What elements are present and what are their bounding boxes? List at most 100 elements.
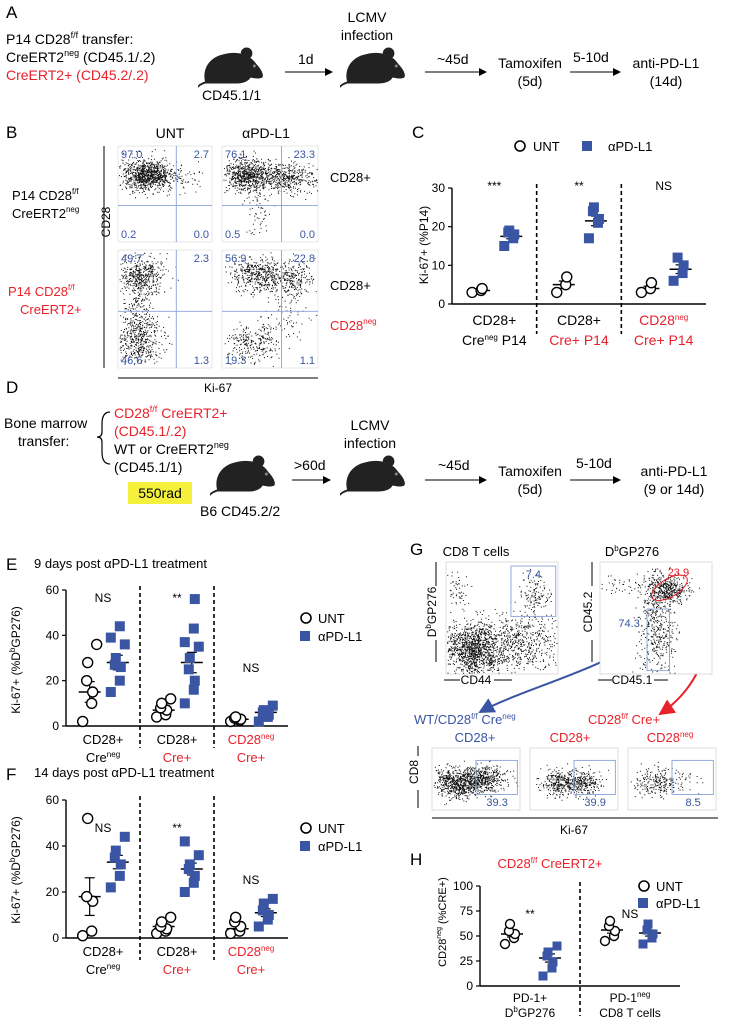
data-point-apdl1	[105, 687, 116, 697]
flow-quadrant-value: 22.8	[294, 253, 315, 265]
significance-label: NS	[95, 821, 112, 835]
b-right-label-1: CD28+	[330, 170, 371, 185]
data-point-apdl1	[179, 887, 190, 897]
data-point-unt	[80, 890, 93, 903]
gate-value-red: 23.9	[668, 567, 689, 579]
panel-d: Bone marrow transfer: CD28f/f CreERT2+ (…	[4, 404, 708, 519]
a-infection-2: infection	[341, 27, 393, 43]
panel-a: P14 CD28f/f transfer: CreERT2neg (CD45.1…	[6, 9, 700, 103]
data-point-apdl1	[642, 925, 652, 935]
data-point-apdl1	[538, 971, 548, 981]
data-point-unt	[645, 277, 658, 289]
group-label: CD28+	[157, 944, 198, 959]
y-tick-label: 25	[460, 954, 474, 968]
data-point-apdl1	[114, 621, 125, 632]
data-point-unt	[466, 286, 478, 299]
data-point-apdl1	[184, 859, 195, 870]
data-point-apdl1	[193, 850, 204, 861]
y-tick-label: 0	[52, 719, 59, 733]
a-pdl1-1: anti-PD-L1	[633, 55, 700, 71]
b-right-label-2: CD28+	[330, 278, 371, 293]
g-red-arrow-label: CD28f/f Cre+	[588, 712, 660, 727]
b-y-axis: CD28	[99, 206, 113, 237]
data-point-apdl1	[183, 664, 194, 675]
data-point-apdl1	[179, 836, 190, 847]
group-label: CD28neg	[228, 944, 275, 959]
flow-plot-frame	[221, 249, 319, 369]
data-point-apdl1	[105, 632, 116, 643]
data-point-apdl1	[543, 947, 553, 957]
a-infection-1: LCMV	[348, 9, 388, 25]
data-point-unt	[476, 282, 488, 295]
data-point-unt	[81, 656, 94, 669]
legend-marker-apdl1	[300, 841, 310, 851]
flow-quadrant-value: 1.3	[194, 355, 209, 367]
d-tam-2: (5d)	[518, 481, 543, 497]
legend-marker-unt	[300, 822, 312, 834]
data-point-unt	[604, 915, 616, 927]
flow-dots	[447, 568, 558, 674]
mouse-icon	[198, 46, 264, 88]
y-tick-label: 75	[460, 904, 474, 918]
panel-letter-d: D	[6, 378, 18, 397]
data-point-unt	[155, 916, 168, 928]
data-point-unt	[499, 938, 511, 950]
h-title: CD28f/f CreERT2+	[497, 856, 602, 871]
data-point-apdl1	[547, 963, 557, 973]
y-tick-label: 60	[46, 583, 60, 597]
data-point-apdl1	[179, 698, 190, 709]
data-point-apdl1	[499, 241, 510, 251]
g-blue-arrow-label: WT/CD28f/f Creneg	[414, 712, 516, 727]
y-tick-label: 0	[52, 931, 59, 945]
gate	[475, 759, 518, 795]
c-group-label: CD28neg	[639, 312, 688, 328]
h-ylabel: CD28neg (%CRE+)	[436, 877, 449, 967]
data-point-apdl1	[188, 623, 199, 634]
panel-g: CD8 T cells DbGP276 DbGP276 CD44 CD45.2 …	[407, 544, 718, 837]
flow-quadrant-value: 0.5	[225, 229, 240, 241]
data-point-apdl1	[267, 700, 278, 711]
gate-value-blue: 74.3	[618, 618, 639, 630]
data-point-apdl1	[105, 882, 116, 893]
data-point-apdl1	[179, 637, 190, 648]
y-tick-label: 20	[432, 220, 446, 234]
gate-blue	[646, 608, 670, 672]
e-ylabel: Ki-67+ (%DbGP276)	[8, 606, 23, 714]
legend-marker-unt	[638, 880, 650, 892]
e-title: 9 days post αPD-L1 treatment	[34, 556, 207, 571]
panel-letter-c: C	[412, 123, 424, 142]
legend-marker-unt	[300, 612, 312, 624]
group-label: CD28+	[83, 732, 124, 747]
data-point-apdl1	[189, 870, 200, 881]
gate	[671, 759, 714, 795]
flow-quadrant-value: 2.7	[194, 149, 209, 161]
d-donor2-b: (CD45.1/1)	[114, 459, 182, 475]
data-point-unt	[504, 918, 516, 930]
g-bottom-xlabel: Ki-67	[560, 823, 588, 837]
data-point-unt	[76, 715, 89, 728]
data-point-apdl1	[109, 852, 120, 863]
a-pdl1-2: (14d)	[650, 73, 683, 89]
legend-marker-apdl1	[300, 631, 310, 641]
h-group-label: CD8 T cells	[599, 1006, 661, 1020]
a-line2: CreERT2neg (CD45.1/.2)	[6, 48, 155, 65]
c-group-label: Creneg P14	[462, 332, 527, 348]
data-point-apdl1	[189, 675, 200, 686]
flow-quadrant-value: 97.0	[121, 149, 142, 161]
flow-dots	[119, 252, 179, 366]
data-point-apdl1	[678, 260, 689, 271]
c-group-label: Cre+ P14	[634, 332, 694, 348]
c-group-label: Cre+ P14	[549, 332, 609, 348]
panel-f: 14 days post αPD-L1 treatment UNT αPD-L1…	[8, 765, 362, 977]
d-bm-1: Bone marrow	[4, 415, 88, 431]
flow-plot-frame	[599, 561, 713, 675]
data-point-apdl1	[548, 957, 558, 967]
flow-quadrant-value: 23.3	[294, 149, 315, 161]
b-row1-label-1: P14 CD28f/f	[12, 187, 79, 203]
g-plot2-xlabel: CD45.1	[612, 673, 653, 687]
c-group-label: CD28+	[472, 312, 516, 328]
flow-quadrant-value: 0.0	[194, 229, 209, 241]
data-point-apdl1	[258, 705, 269, 716]
